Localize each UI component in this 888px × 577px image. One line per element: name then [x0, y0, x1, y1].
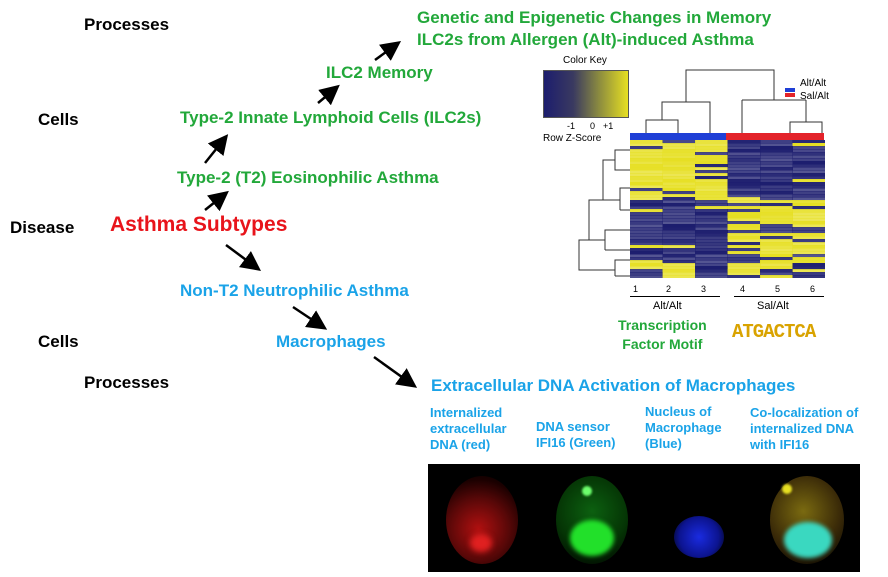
group-label-sal: Sal/Alt — [757, 300, 789, 312]
arrow-ilc2s-to-memory — [318, 88, 336, 103]
micrograph-red — [428, 464, 536, 572]
group-bar-alt — [630, 133, 726, 140]
row-dendrogram — [575, 140, 631, 280]
column-dendrogram — [630, 60, 825, 140]
group-label-alt: Alt/Alt — [653, 300, 682, 312]
panel-caption-blue: Nucleus of Macrophage (Blue) — [645, 404, 745, 452]
column-label: 1 — [633, 284, 638, 294]
column-label: 4 — [740, 284, 745, 294]
column-label: 5 — [775, 284, 780, 294]
arrow-memory-to-genetic — [375, 44, 397, 60]
color-key-tick: -1 — [567, 121, 575, 131]
arrow-macrophages-to-extracellular — [374, 357, 413, 385]
panel-caption-red: Internalized extracellular DNA (red) — [430, 405, 530, 453]
panel-caption-merge: Co-localization of internalized DNA with… — [750, 405, 865, 453]
heatmap-body — [630, 140, 825, 278]
color-key-label: Color Key — [563, 55, 607, 66]
group-underline-alt — [630, 296, 720, 297]
color-key-bar — [543, 70, 629, 118]
color-key-tick: +1 — [603, 121, 613, 131]
arrow-subtypes-to-t2 — [205, 194, 225, 210]
group-underline-sal — [734, 296, 824, 297]
tf-motif-label: Transcription Factor Motif — [618, 316, 707, 354]
arrow-subtypes-to-nont2 — [226, 245, 257, 268]
panel-caption-green: DNA sensor IFI16 (Green) — [536, 419, 636, 451]
group-bar-sal — [726, 133, 824, 140]
column-label: 6 — [810, 284, 815, 294]
arrow-t2-to-ilc2s — [205, 138, 225, 163]
heatmap-cells — [630, 140, 825, 278]
micrograph-merge — [752, 464, 860, 572]
micrograph-green — [536, 464, 644, 572]
micrograph-blue — [644, 464, 752, 572]
column-label: 2 — [666, 284, 671, 294]
color-key-tick: 0 — [590, 121, 595, 131]
arrow-nont2-to-macrophages — [293, 307, 323, 327]
motif-logo: ATGACTCA — [732, 321, 815, 343]
column-label: 3 — [701, 284, 706, 294]
